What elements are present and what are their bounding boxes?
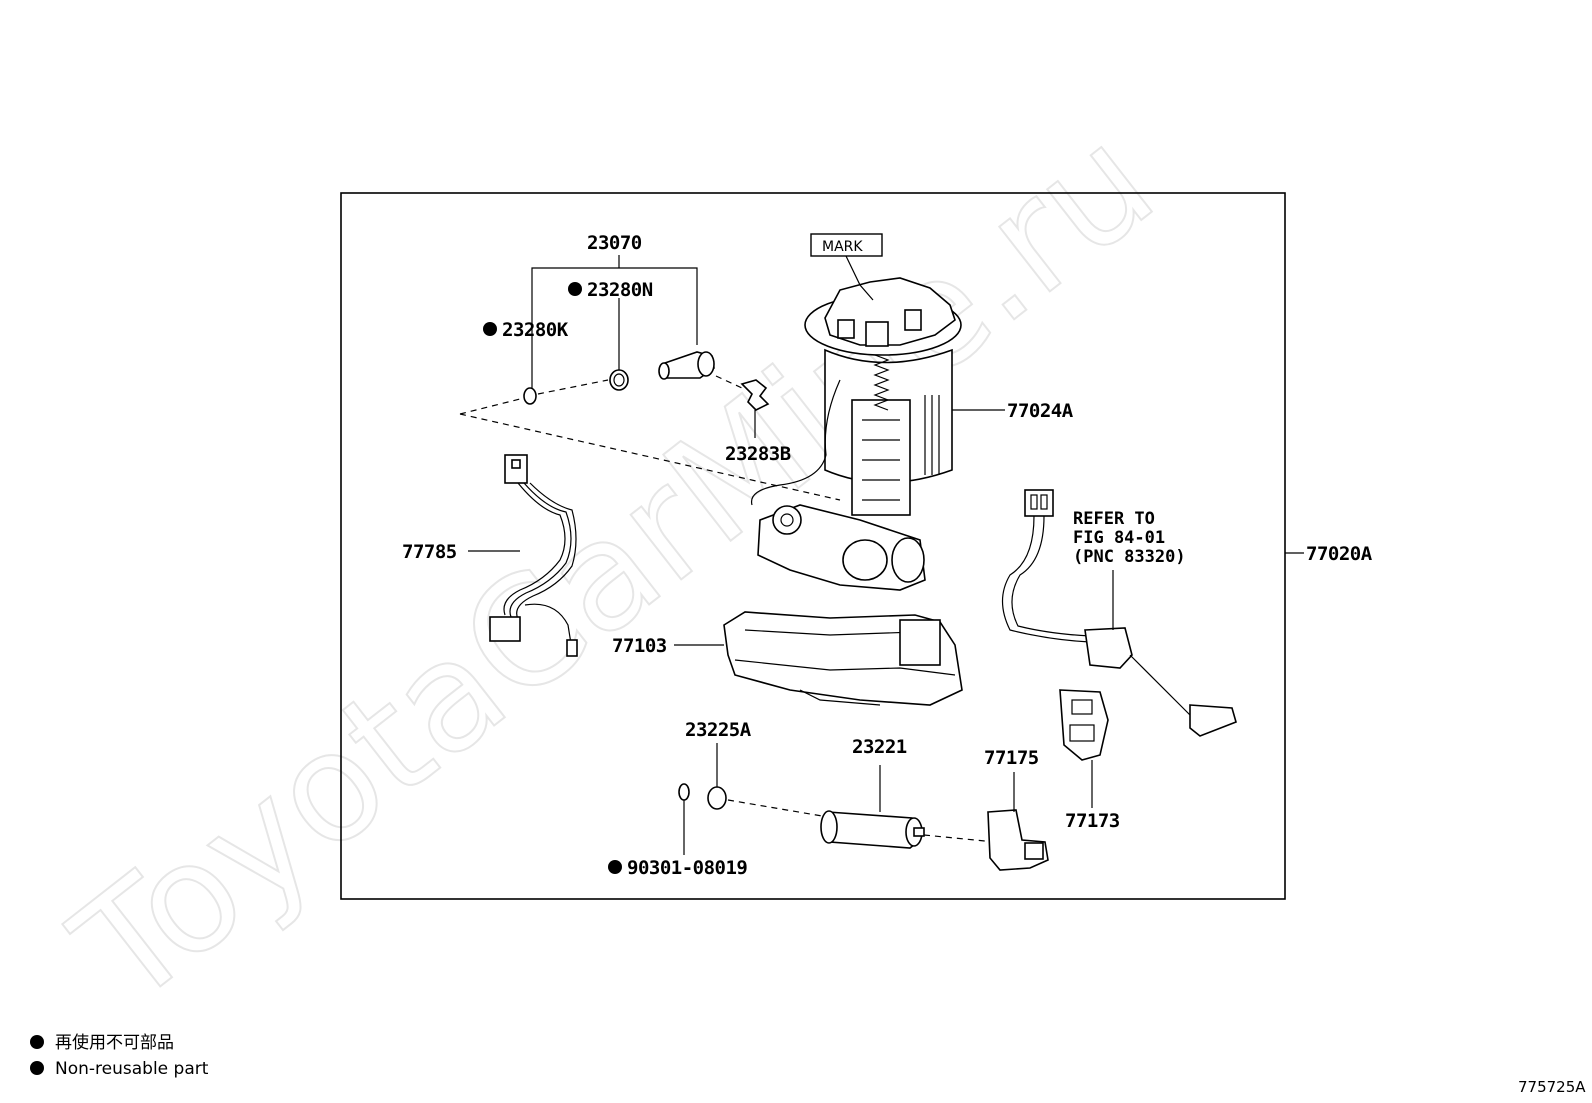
label-77103: 77103: [612, 635, 667, 657]
label-23070: 23070: [587, 232, 642, 254]
outlet-fitting: [658, 351, 715, 380]
label-23221: 23221: [852, 736, 907, 758]
mark-label: MARK: [822, 239, 863, 255]
legend-japanese: 再使用不可部品: [55, 1032, 174, 1053]
harness-clamp: [1059, 689, 1109, 761]
fuel-sender-gauge: [1001, 489, 1237, 737]
refer-note-line-2: FIG 84-01: [1073, 528, 1165, 548]
label-77175: 77175: [984, 747, 1039, 769]
label-23280K: 23280K: [502, 319, 569, 341]
fuel-pump-module: [750, 277, 962, 591]
label-77024A: 77024A: [1007, 400, 1074, 422]
legend-bullet: [30, 1061, 44, 1075]
non-reusable-marker: [483, 322, 497, 336]
label-23283B: 23283B: [725, 443, 791, 465]
label-90301-08019: 90301-08019: [627, 857, 747, 879]
legend-bullet: [30, 1035, 44, 1049]
pump-bracket: [723, 611, 963, 706]
figure-code: 775725A: [1518, 1078, 1586, 1096]
wire-harness: [489, 454, 578, 657]
legend-english: Non-reusable part: [55, 1059, 209, 1079]
label-77173: 77173: [1065, 810, 1120, 832]
label-77020A: 77020A: [1306, 543, 1373, 565]
part-group-23070: [531, 255, 698, 389]
label-77785: 77785: [402, 541, 457, 563]
pump-connector: [987, 809, 1049, 871]
o-ring-small: [523, 387, 537, 405]
label-23280N: 23280N: [587, 279, 653, 301]
non-reusable-marker: [608, 860, 622, 874]
diagram-frame: [340, 192, 1286, 900]
refer-note-line-3: (PNC 83320): [1073, 547, 1186, 567]
label-23225A: 23225A: [685, 719, 752, 741]
gasket: [678, 783, 690, 801]
non-reusable-marker: [568, 282, 582, 296]
refer-note-line-1: REFER TO: [1073, 509, 1155, 529]
fuel-pump-motor: [820, 810, 925, 849]
o-ring-large: [609, 369, 629, 391]
pump-cushion: [707, 786, 727, 810]
retainer-clip: [740, 379, 770, 411]
